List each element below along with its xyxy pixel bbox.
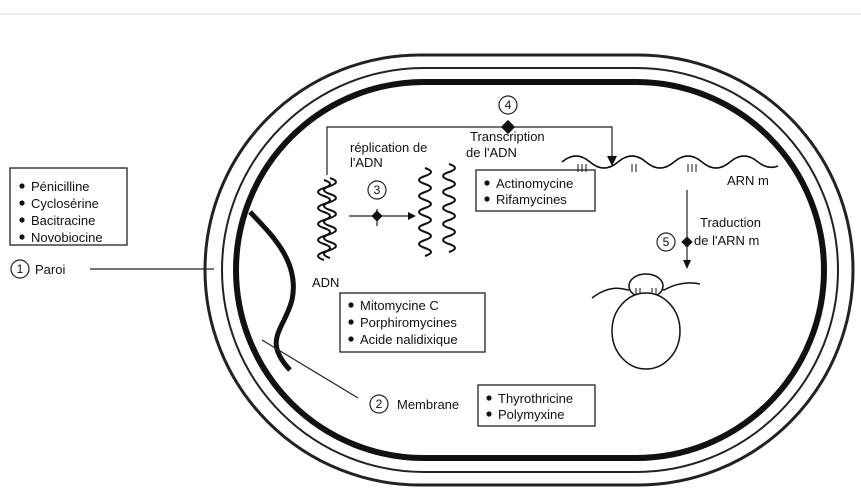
wall-antibiotic: Novobiocine: [31, 230, 103, 245]
mrna-strand: [562, 156, 778, 168]
membrane-antibiotic-list: Thyrothricine Polymyxine: [486, 391, 573, 422]
membrane-antibiotic: Polymyxine: [498, 407, 564, 422]
bullet-icon: [348, 302, 353, 307]
transcription-label-line1: Transcription: [470, 129, 545, 144]
transcription-label-line2: de l'ADN: [466, 145, 517, 160]
replication-antibiotic: Porphiromycines: [360, 315, 457, 330]
bullet-icon: [19, 183, 24, 188]
transcription-number: 4: [505, 98, 512, 112]
replication-label-line1: réplication de: [350, 140, 427, 155]
bullet-icon: [486, 395, 491, 400]
translation-label-line1: Traduction: [700, 215, 761, 230]
translation-number: 5: [663, 235, 670, 249]
transcription-antibiotic: Actinomycine: [496, 176, 573, 191]
wall-antibiotic: Bacitracine: [31, 213, 95, 228]
translation-arrowhead-icon: [683, 260, 691, 269]
transcription-antibiotic: Rifamycines: [496, 192, 567, 207]
membrane-antibiotic: Thyrothricine: [498, 391, 573, 406]
membrane-number: 2: [376, 397, 383, 411]
wall-number: 1: [17, 262, 24, 276]
replication-antibiotic: Mitomycine C: [360, 298, 439, 313]
mrna-label: ARN m: [727, 173, 769, 188]
translation-label-line2: de l'ARN m: [694, 233, 759, 248]
replication-number: 3: [374, 183, 381, 197]
bullet-icon: [484, 196, 489, 201]
bullet-icon: [348, 319, 353, 324]
bullet-icon: [19, 234, 24, 239]
wall-label: Paroi: [35, 262, 65, 277]
membrane-label: Membrane: [397, 397, 459, 412]
bullet-icon: [486, 411, 491, 416]
daughter-dna-coil-2: [443, 164, 455, 252]
bullet-icon: [19, 200, 24, 205]
ribosome-large-subunit: [612, 293, 680, 369]
bullet-icon: [348, 336, 353, 341]
replication-antibiotic: Acide nalidixique: [360, 332, 458, 347]
daughter-dna-coil-1: [419, 168, 431, 256]
replication-arrowhead-icon: [408, 212, 416, 220]
wall-antibiotic: Pénicilline: [31, 179, 90, 194]
bullet-icon: [484, 180, 489, 185]
translation-block-icon: [681, 236, 692, 247]
bullet-icon: [19, 217, 24, 222]
dna-label: ADN: [312, 275, 339, 290]
replication-block-icon: [371, 210, 382, 221]
wall-antibiotic: Cyclosérine: [31, 196, 99, 211]
transcription-antibiotic-list: Actinomycine Rifamycines: [484, 176, 573, 207]
replication-label-line2: l'ADN: [350, 155, 383, 170]
